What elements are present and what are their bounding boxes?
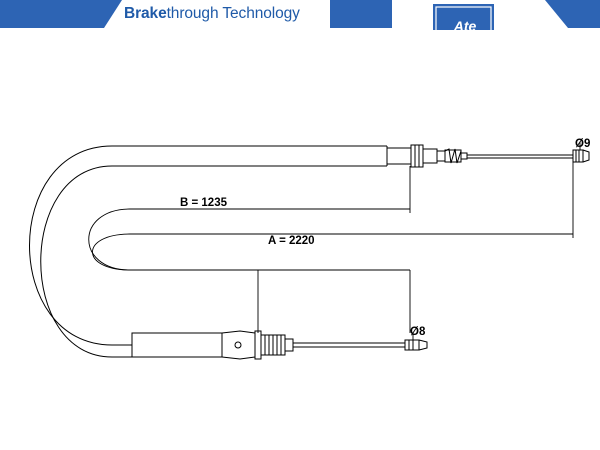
brand-slogan-rest: through Technology <box>166 5 300 22</box>
inner-loop-guide <box>88 208 410 271</box>
dimension-a-label: A = 2220 <box>268 235 315 247</box>
banner-wedge-left <box>0 0 122 28</box>
dimension-lines <box>92 142 581 340</box>
ate-logo-text: Ate <box>453 18 477 30</box>
banner-wedge-right <box>545 0 600 28</box>
brand-slogan-bold: Brake <box>124 5 167 22</box>
bottom-end-fitting <box>131 330 428 360</box>
banner-block-middle <box>330 0 392 28</box>
diameter-bottom-label: Ø8 <box>410 326 426 338</box>
header-banner: Ate <box>0 0 600 30</box>
diameter-top-label: Ø9 <box>575 138 590 150</box>
top-end-fitting <box>386 144 590 168</box>
dimension-b-label: B = 1235 <box>180 197 228 209</box>
cable-sheath <box>29 145 388 358</box>
brand-slogan: Brakethrough Technology <box>124 5 300 23</box>
ate-logo: Ate <box>433 4 494 30</box>
